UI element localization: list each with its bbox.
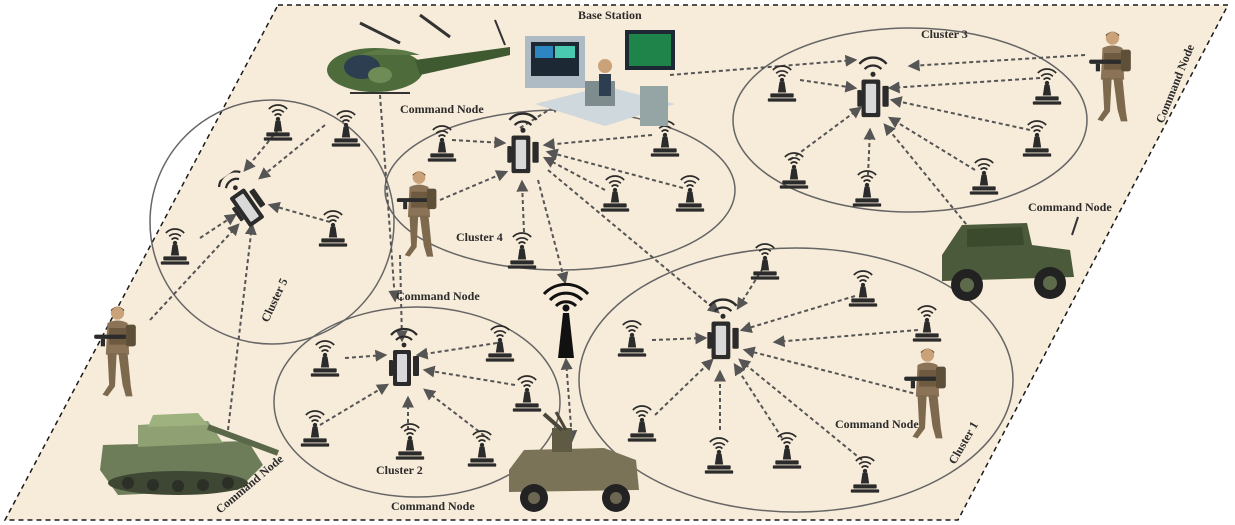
- tank-icon: [100, 413, 280, 495]
- command-node-label: Command Node: [1028, 200, 1112, 214]
- base-station-label: Base Station: [578, 8, 642, 22]
- cluster-3-boundary: [732, 27, 1088, 213]
- command-node-label: Command Node: [391, 499, 475, 513]
- arrows: [149, 54, 1086, 461]
- command-node-label: Command Node: [400, 102, 484, 116]
- cluster-2-boundary: [273, 306, 561, 498]
- cluster-1-boundary: [578, 247, 1014, 513]
- command-node-label: Command Node: [396, 289, 480, 303]
- helicopter-icon: [327, 13, 510, 94]
- cluster-3-label: Cluster 3: [921, 27, 968, 41]
- jeep-icon: [942, 216, 1079, 301]
- jeep-icon: [509, 411, 639, 512]
- cluster-5-boundary: [149, 99, 395, 345]
- base-station-icon: [525, 30, 675, 126]
- command-node-label: Command Node: [835, 417, 919, 431]
- cluster-4-label: Cluster 4: [456, 230, 503, 244]
- cluster-2-label: Cluster 2: [376, 463, 423, 477]
- radio-tower-icon: [542, 282, 590, 358]
